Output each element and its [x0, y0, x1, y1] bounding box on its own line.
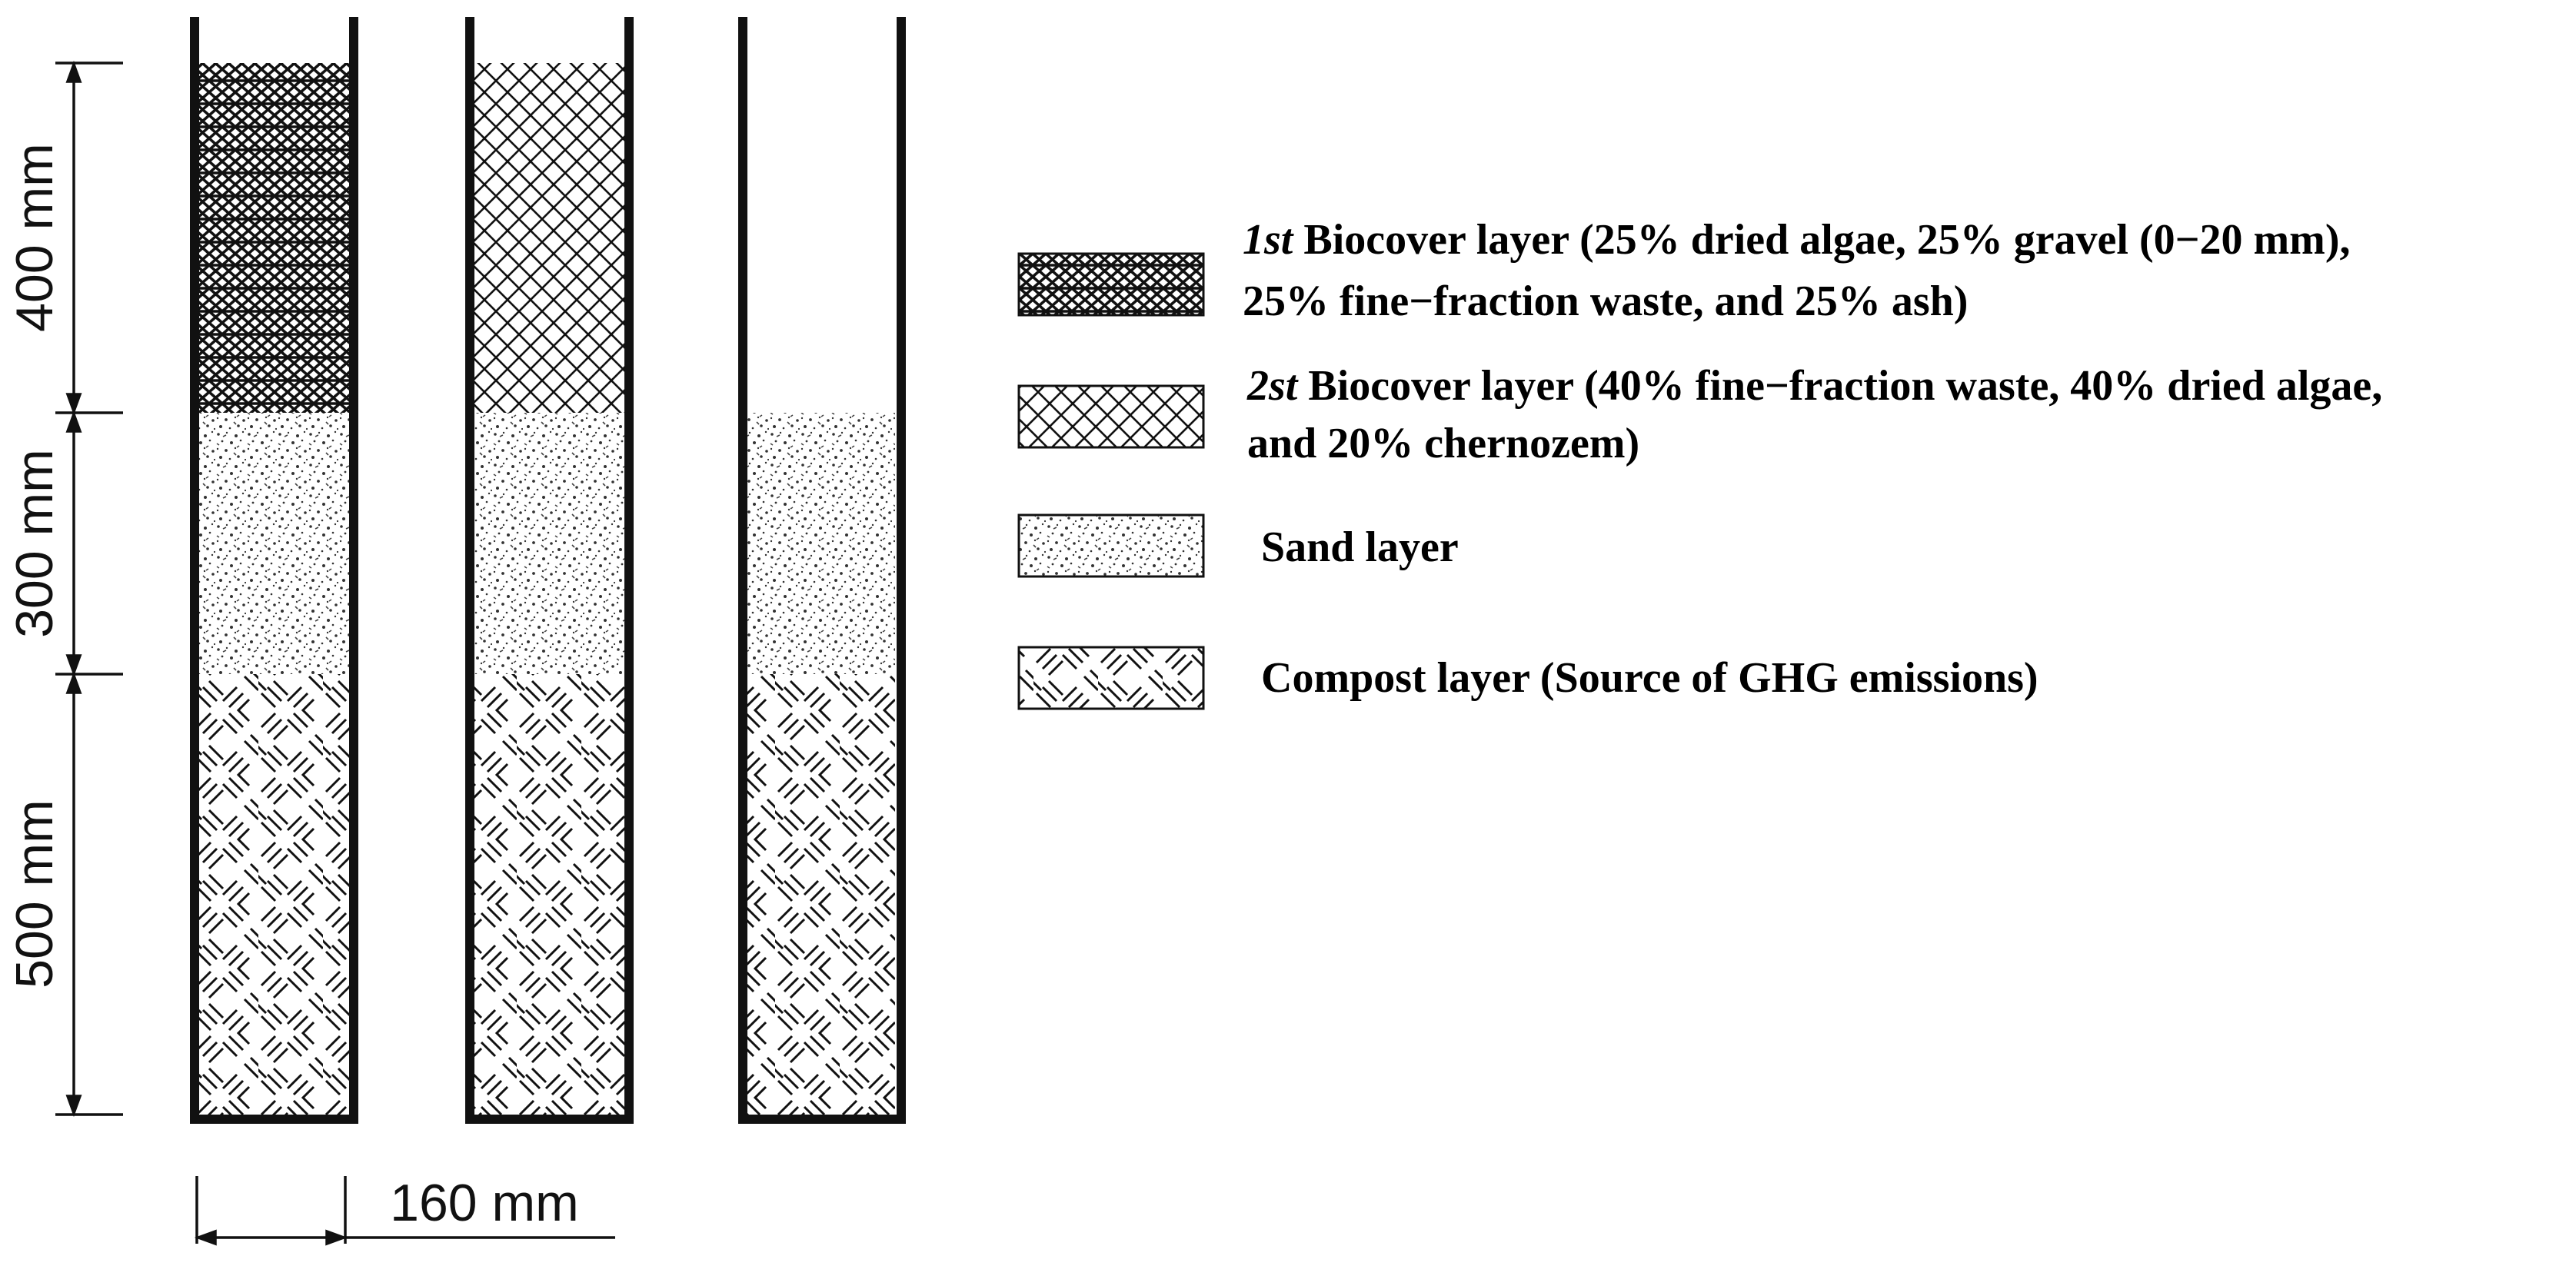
dimension-label-bottom: 500 mm — [5, 799, 64, 989]
legend-label-compost: Compost layer (Source of GHG emissions) — [1261, 654, 2039, 702]
column-1-sand-layer — [197, 413, 351, 674]
legend: 1st Biocover layer (25% dried algae, 25%… — [1017, 216, 2382, 710]
column-2-wall — [465, 17, 634, 1124]
legend-label-biocover-1-line1: 1st Biocover layer (25% dried algae, 25%… — [1243, 216, 2350, 264]
legend-label-biocover-2-line2: and 20% chernozem) — [1247, 420, 1639, 467]
column-2-biocover-2-layer — [472, 63, 627, 413]
column-2-compost-layer — [472, 674, 627, 1115]
column-2-sand-layer — [472, 413, 627, 674]
dimension-label-top: 400 mm — [5, 143, 64, 332]
column-3-sand-layer — [747, 413, 895, 674]
vertical-dimensions — [55, 60, 123, 1118]
legend-label-sand: Sand layer — [1261, 523, 1459, 571]
column-1-biocover-1-layer — [197, 63, 351, 413]
column-1 — [190, 17, 358, 1124]
column-1-compost-layer — [197, 674, 351, 1115]
dimension-label-width: 160 mm — [390, 1174, 579, 1232]
dimension-label-middle: 300 mm — [5, 449, 64, 638]
column-2 — [465, 17, 634, 1124]
legend-swatch-biocover-1 — [1017, 252, 1205, 317]
column-1-wall — [190, 17, 358, 1124]
column-3-wall — [738, 17, 906, 1124]
legend-label-biocover-1-line2: 25% fine−fraction waste, and 25% ash) — [1243, 277, 1968, 325]
column-3 — [738, 17, 906, 1124]
legend-label-biocover-2-line1: 2st Biocover layer (40% fine−fraction wa… — [1246, 362, 2382, 410]
width-dimension — [194, 1176, 615, 1246]
column-3-compost-layer — [747, 674, 895, 1115]
legend-swatch-biocover-2 — [1017, 384, 1205, 449]
legend-swatch-sand — [1017, 513, 1205, 578]
legend-swatch-compost — [1017, 646, 1205, 710]
